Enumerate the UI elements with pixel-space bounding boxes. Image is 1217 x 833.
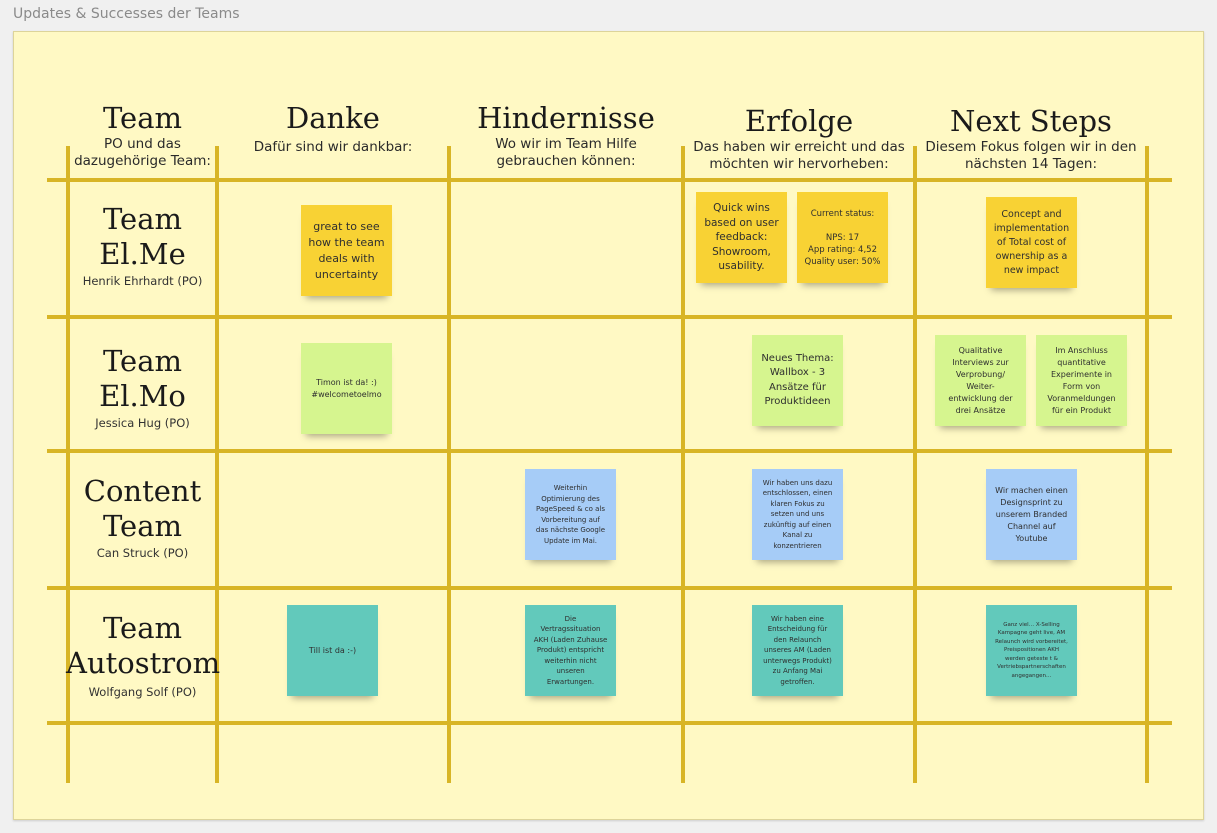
grid-hline (47, 178, 1172, 182)
sticky-note[interactable]: Weiterhin Optimierung des PageSpeed & co… (525, 469, 616, 560)
sticky-note[interactable]: Qualitative Interviews zur Verprobung/ W… (935, 335, 1026, 426)
sticky-note[interactable]: Current status: NPS: 17 App rating: 4,52… (797, 192, 888, 283)
sticky-note[interactable]: Wir haben uns dazu entschlossen, einen k… (752, 469, 843, 560)
sticky-note-text: Wir machen einen Designsprint zu unserem… (995, 485, 1068, 543)
sticky-note[interactable]: Timon ist da! :) #welcometoelmo (301, 343, 392, 434)
column-title-danke: Danke (286, 101, 380, 135)
sticky-note-text: Wir haben eine Entscheidung für den Rela… (763, 614, 832, 686)
team-name-elme: Team El.Me (99, 202, 186, 271)
grid-hline (47, 449, 1172, 453)
sticky-note[interactable]: Concept and implementation of Total cost… (986, 197, 1077, 288)
sticky-note-text: Im Anschluss quantitative Experimente in… (1047, 345, 1116, 415)
sticky-note-text: Quick wins based on user feedback: Showr… (704, 202, 779, 273)
sticky-note-text: Current status: NPS: 17 App rating: 4,52… (804, 208, 881, 267)
sticky-note[interactable]: Im Anschluss quantitative Experimente in… (1036, 335, 1127, 426)
column-subtitle-hindernisse: Wo wir im Team Hilfe gebrauchen können: (495, 136, 637, 169)
board-frame[interactable]: Team PO und das dazugehörige Team: Danke… (13, 31, 1204, 820)
grid-vline (66, 146, 70, 783)
grid-hline (47, 315, 1172, 319)
grid-vline (913, 146, 917, 783)
grid-hline (47, 721, 1172, 725)
sticky-note-text: Till ist da :-) (308, 645, 357, 655)
grid-vline (1145, 146, 1149, 783)
team-name-content: Content Team (83, 474, 202, 543)
sticky-note-text: great to see how the team deals with unc… (308, 219, 385, 281)
team-po-elme: Henrik Ehrhardt (PO) (82, 274, 203, 288)
sticky-note-text: Die Vertragssituation AKH (Laden Zuhause… (533, 614, 608, 686)
column-subtitle-danke: Dafür sind wir dankbar: (253, 139, 413, 155)
frame-title: Updates & Successes der Teams (13, 6, 240, 22)
sticky-note[interactable]: Ganz viel… X-Selling Kampagne geht live,… (986, 605, 1077, 696)
sticky-note-text: Concept and implementation of Total cost… (993, 208, 1070, 276)
sticky-note[interactable]: Neues Thema: Wallbox - 3 Ansätze für Pro… (752, 335, 843, 426)
sticky-note[interactable]: Till ist da :-) (287, 605, 378, 696)
column-title-erfolge: Erfolge (744, 104, 854, 138)
team-po-autostrom: Wolfgang Solf (PO) (88, 685, 197, 699)
sticky-note-text: Timon ist da! :) #welcometoelmo (311, 377, 382, 399)
sticky-note-text: Ganz viel… X-Selling Kampagne geht live,… (995, 621, 1068, 679)
column-title-hindernisse: Hindernisse (477, 101, 655, 135)
column-title-team: Team (102, 101, 183, 135)
sticky-note[interactable]: Die Vertragssituation AKH (Laden Zuhause… (525, 605, 616, 696)
sticky-note[interactable]: Wir machen einen Designsprint zu unserem… (986, 469, 1077, 560)
sticky-note[interactable]: Wir haben eine Entscheidung für den Rela… (752, 605, 843, 696)
column-subtitle-team: PO und das dazugehörige Team: (74, 136, 211, 169)
sticky-note-text: Wir haben uns dazu entschlossen, einen k… (762, 478, 833, 550)
column-subtitle-next-steps: Diesem Fokus folgen wir in den nächsten … (925, 139, 1137, 172)
sticky-note[interactable]: great to see how the team deals with unc… (301, 205, 392, 296)
grid-hline (47, 586, 1172, 590)
grid-vline (215, 146, 219, 783)
sticky-note-text: Qualitative Interviews zur Verprobung/ W… (948, 345, 1013, 415)
column-subtitle-erfolge: Das haben wir erreicht und das möchten w… (693, 139, 905, 172)
sticky-note[interactable]: Quick wins based on user feedback: Showr… (696, 192, 787, 283)
team-po-content: Can Struck (PO) (96, 546, 189, 560)
team-name-autostrom: Team Autostrom (66, 611, 221, 680)
sticky-note-text: Weiterhin Optimierung des PageSpeed & co… (535, 484, 606, 545)
team-po-elmo: Jessica Hug (PO) (95, 416, 190, 430)
column-title-next-steps: Next Steps (950, 104, 1112, 138)
sticky-note-text: Neues Thema: Wallbox - 3 Ansätze für Pro… (761, 352, 834, 408)
team-name-elmo: Team El.Mo (99, 344, 186, 413)
grid-vline (681, 146, 685, 783)
grid-vline (447, 146, 451, 783)
